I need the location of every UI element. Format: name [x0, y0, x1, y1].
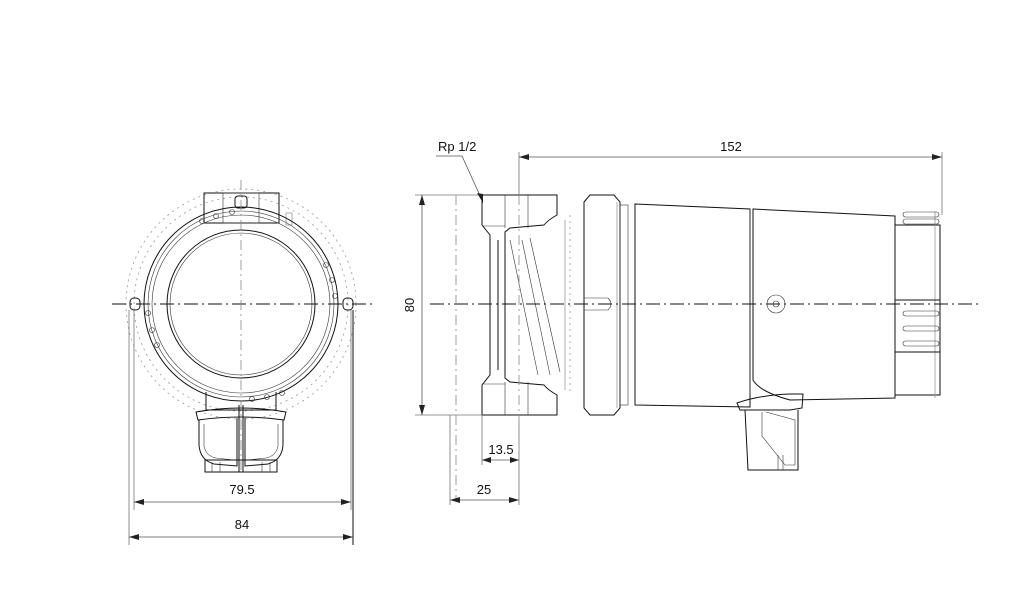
- dimension-height: 80: [402, 298, 417, 312]
- ring-bumps: [145, 209, 338, 402]
- side-view: 80 Rp 1/2 152 13.5 25: [402, 139, 980, 505]
- dimension-overall-length: 152: [720, 139, 742, 154]
- front-view: 79.5 84: [112, 180, 372, 545]
- thread-label: Rp 1/2: [438, 139, 476, 154]
- vent-slots: [902, 211, 940, 347]
- dimension-flange-offset: 25: [477, 482, 491, 497]
- dimension-inner-width: 79.5: [229, 482, 254, 497]
- dimension-port-depth: 13.5: [488, 442, 513, 457]
- dimension-outer-width: 84: [235, 517, 249, 532]
